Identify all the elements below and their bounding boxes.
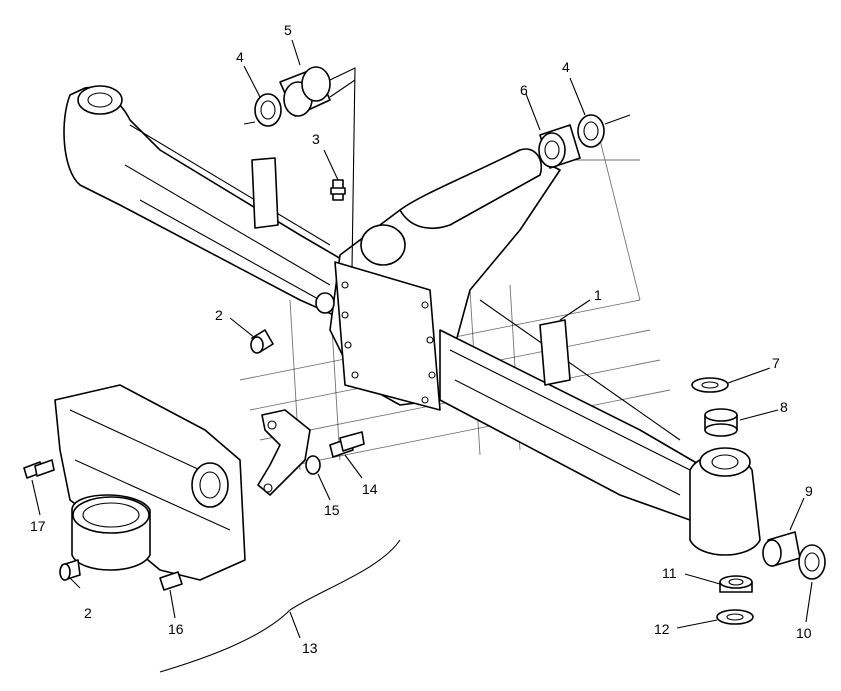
washer-10 xyxy=(798,544,826,580)
right-bushing-6 xyxy=(538,124,581,169)
callout-6: 6 xyxy=(520,82,528,98)
callout-1: 1 xyxy=(594,287,602,303)
callout-3: 3 xyxy=(312,131,320,147)
left-washer-4 xyxy=(254,93,282,127)
callout-15: 15 xyxy=(324,502,340,518)
bushing-9 xyxy=(762,531,801,567)
right-washer-4 xyxy=(577,114,605,148)
washer-15 xyxy=(305,455,321,475)
axle-support-bracket xyxy=(54,384,246,581)
callout-9: 9 xyxy=(805,483,813,499)
callout-labels: 1 2 3 4 4 5 6 7 8 9 10 11 12 13 14 15 16… xyxy=(30,22,813,656)
callout-2-upper: 2 xyxy=(215,307,223,323)
leader-lines xyxy=(31,39,813,673)
bolt-17 xyxy=(23,459,55,479)
differential-flange xyxy=(334,261,441,411)
callout-10: 10 xyxy=(796,625,812,641)
pin-16 xyxy=(159,571,183,591)
left-pivot-boss xyxy=(77,85,123,115)
callout-11: 11 xyxy=(662,565,677,581)
callout-8: 8 xyxy=(780,399,788,415)
right-stop xyxy=(539,319,571,386)
plug-2-lower xyxy=(59,559,81,581)
clamp-cap xyxy=(257,409,311,496)
bolt-14 xyxy=(329,431,365,458)
callout-16: 16 xyxy=(168,621,184,637)
callout-2-lower: 2 xyxy=(84,605,92,621)
callout-4-right: 4 xyxy=(562,59,570,75)
center-trunnion xyxy=(360,224,406,266)
callout-5: 5 xyxy=(284,22,292,38)
left-bushing-5 xyxy=(279,66,331,117)
plug-2-upper xyxy=(250,329,274,354)
bushing-11 xyxy=(719,575,753,593)
callout-14: 14 xyxy=(362,481,378,497)
left-stop xyxy=(251,157,279,229)
callout-12: 12 xyxy=(654,621,670,637)
callout-13: 13 xyxy=(302,640,318,656)
bushing-8 xyxy=(704,408,738,437)
callout-4-left: 4 xyxy=(236,49,244,65)
axle-housing xyxy=(63,85,761,556)
thrust-washer-7 xyxy=(691,377,729,393)
washer-12 xyxy=(716,609,754,625)
grease-fitting-3 xyxy=(330,179,346,201)
callout-17: 17 xyxy=(30,518,46,534)
callout-7: 7 xyxy=(772,355,780,371)
